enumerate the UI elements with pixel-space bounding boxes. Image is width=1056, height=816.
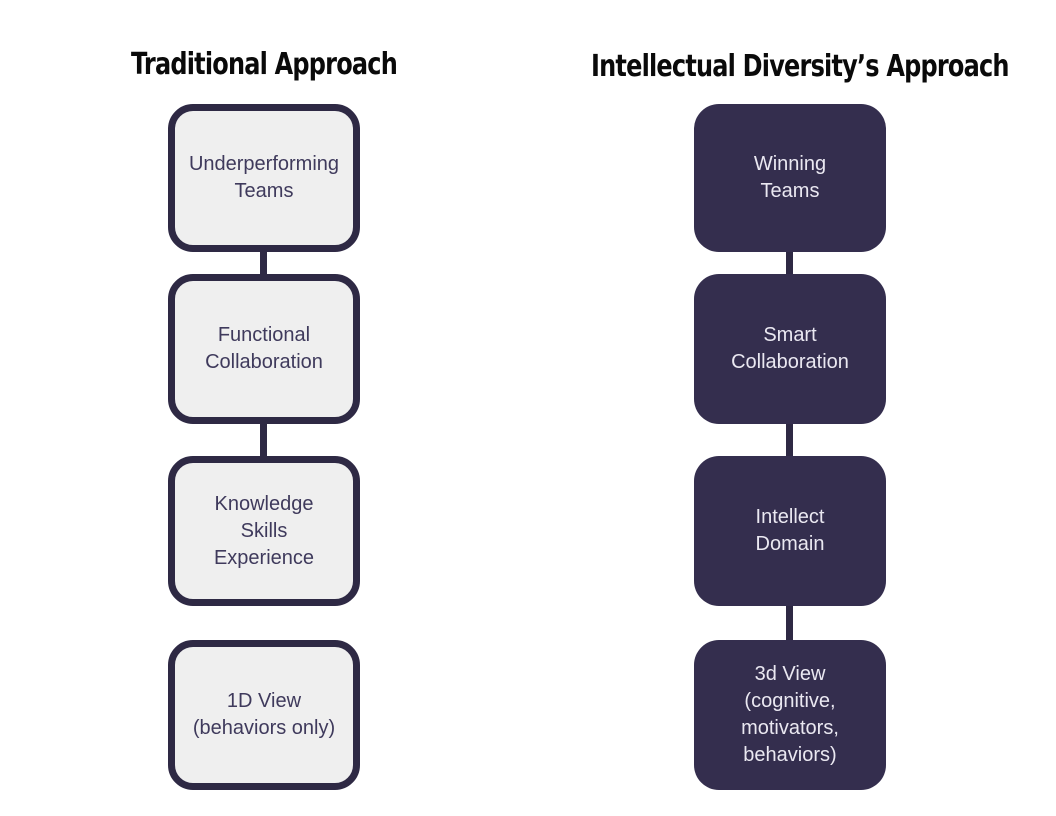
box-label: Underperforming Teams xyxy=(188,153,340,202)
box-smart-collaboration: Smart Collaboration xyxy=(694,274,886,424)
box-label: Smart Collaboration xyxy=(731,324,849,373)
box-knowledge-skills-experience: Knowledge Skills Experience xyxy=(168,456,360,606)
box-label: Functional Collaboration xyxy=(205,324,323,373)
box-winning-teams: Winning Teams xyxy=(694,104,886,252)
connector-traditional-2-3 xyxy=(260,420,267,462)
connector-diversity-3-4 xyxy=(786,602,793,646)
box-intellect-domain: Intellect Domain xyxy=(694,456,886,606)
box-label: 3d View (cognitive, motivators, behavior… xyxy=(741,663,839,766)
intellectual-diversity-title: Intellectual Diversity’s Approach xyxy=(591,48,1010,84)
box-functional-collaboration: Functional Collaboration xyxy=(168,274,360,424)
box-underperforming-teams: Underperforming Teams xyxy=(168,104,360,252)
connector-diversity-1-2 xyxy=(786,248,793,280)
box-label: Knowledge Skills Experience xyxy=(213,492,315,569)
traditional-approach-title: Traditional Approach xyxy=(131,46,398,82)
box-label: Intellect Domain xyxy=(755,506,825,555)
box-label: Winning Teams xyxy=(753,153,827,202)
connector-diversity-2-3 xyxy=(786,420,793,462)
box-1d-view: 1D View (behaviors only) xyxy=(168,640,360,790)
box-label: 1D View (behaviors only) xyxy=(192,690,336,739)
connector-traditional-1-2 xyxy=(260,248,267,280)
box-3d-view: 3d View (cognitive, motivators, behavior… xyxy=(694,640,886,790)
